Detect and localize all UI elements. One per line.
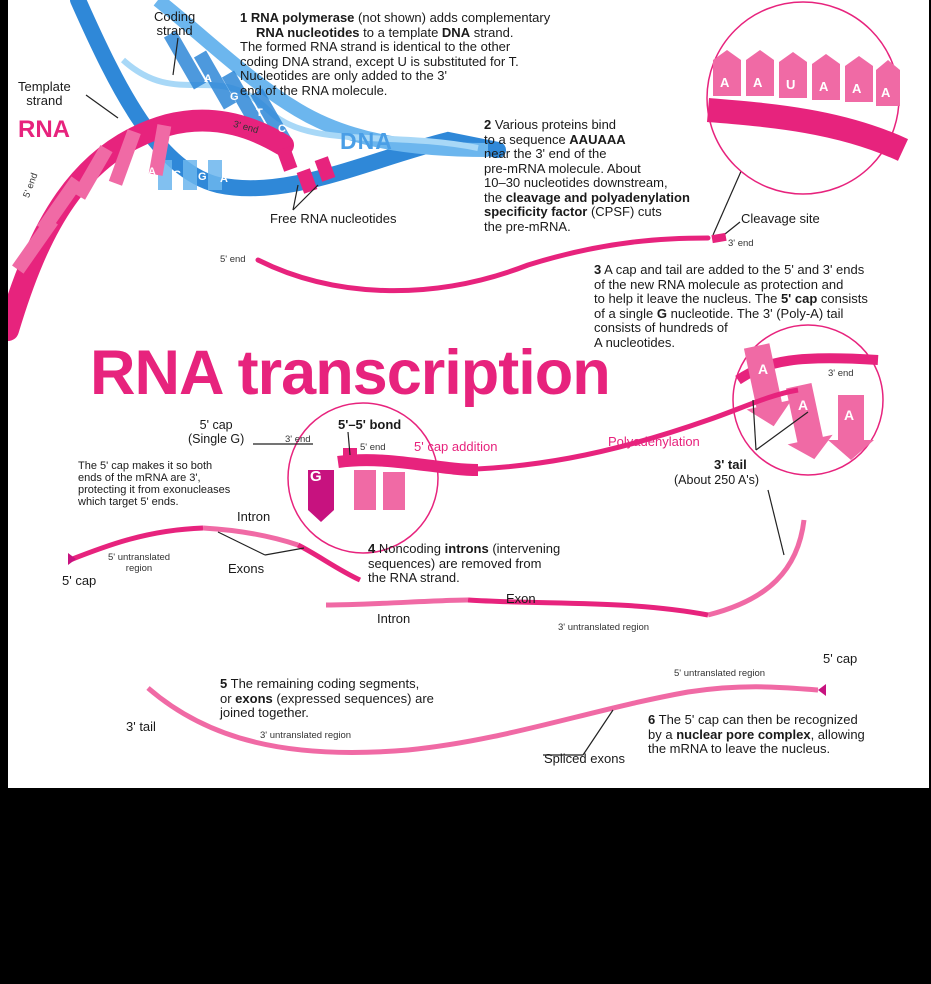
five-cap-label: 5' cap (Single G) [188, 418, 244, 446]
five-five-bond-label: 5'–5' bond [338, 418, 401, 432]
base-letter: G [198, 170, 207, 184]
base-letter: T [256, 106, 263, 120]
three-end-label-d: 3' end [285, 434, 311, 445]
base-letter: A [220, 172, 228, 186]
five-end-label-b: 5' end [220, 254, 246, 265]
three-utr-label-b: 3' untranslated region [558, 622, 649, 633]
five-utr-label-a: 5' untranslated region [108, 552, 170, 574]
base-letter: A [148, 165, 156, 179]
step-3-text: 3 A cap and tail are added to the 5' and… [594, 263, 868, 350]
step-4-text: 4 Noncoding introns (intervening sequenc… [368, 542, 560, 586]
three-tail-note: (About 250 A's) [674, 473, 759, 487]
base-letter: G [208, 148, 217, 162]
zoom-circle-aauaaa [707, 2, 903, 194]
exons-label: Exons [228, 562, 264, 576]
base-letter: A [881, 86, 890, 100]
five-cap-label-c: 5' cap [823, 652, 857, 666]
free-nucleotides-label: Free RNA nucleotides [270, 212, 396, 226]
three-tail-label-b: 3' tail [126, 720, 156, 734]
base-letter: U [228, 158, 236, 172]
base-letter: G [230, 90, 239, 104]
cleavage-site-label: Cleavage site [741, 212, 820, 226]
dna-label: DNA [340, 128, 393, 155]
cap-note: The 5' cap makes it so both ends of the … [78, 460, 230, 508]
base-letter: A [798, 398, 808, 412]
polyadenylation-label: Polyadenylation [608, 435, 700, 449]
five-cap-label-b: 5' cap [62, 574, 96, 588]
intron-label-b: Intron [377, 612, 410, 626]
base-letter: A [819, 80, 828, 94]
five-cap-addition-label: 5' cap addition [414, 440, 497, 454]
step-2-text: 2 Various proteins bind to a sequence AA… [484, 118, 690, 234]
rna-label: RNA [18, 116, 70, 144]
exon-label-b: Exon [506, 592, 536, 606]
base-letter: A [720, 76, 729, 90]
base-letter: A [758, 362, 768, 376]
step-1-text: 1 RNA polymerase (not shown) adds comple… [240, 11, 550, 98]
base-letter: A [753, 76, 762, 90]
base-letter: C [248, 166, 256, 180]
three-tail-label: 3' tail [714, 458, 747, 472]
five-end-label-d: 5' end [360, 442, 386, 453]
base-letter: U [786, 78, 795, 92]
step-5-text: 5 The remaining coding segments, or exon… [220, 677, 434, 721]
base-letter: A [852, 82, 861, 96]
page-title: RNA transcription [90, 338, 610, 408]
spliced-exons-label: Spliced exons [544, 752, 625, 766]
five-utr-label-c: 5' untranslated region [674, 668, 765, 679]
base-letter: A [844, 408, 854, 422]
base-letter: C [278, 122, 286, 136]
g-nucleotide-label: G [310, 470, 322, 484]
step-6-text: 6 The 5' cap can then be recognized by a… [648, 713, 865, 757]
template-strand-label: Template strand [18, 80, 71, 108]
base-letter: A [188, 140, 196, 154]
intron-label-a: Intron [237, 510, 270, 524]
base-letter: C [173, 168, 181, 182]
diagram-panel: RNA DNA Coding strand Template strand 5'… [8, 0, 929, 788]
three-end-label-c: 3' end [828, 368, 854, 379]
base-letter: A [204, 72, 212, 86]
three-end-label-b: 3' end [728, 238, 754, 249]
three-utr-label-d: 3' untranslated region [260, 730, 351, 741]
coding-strand-label: Coding strand [154, 10, 195, 38]
